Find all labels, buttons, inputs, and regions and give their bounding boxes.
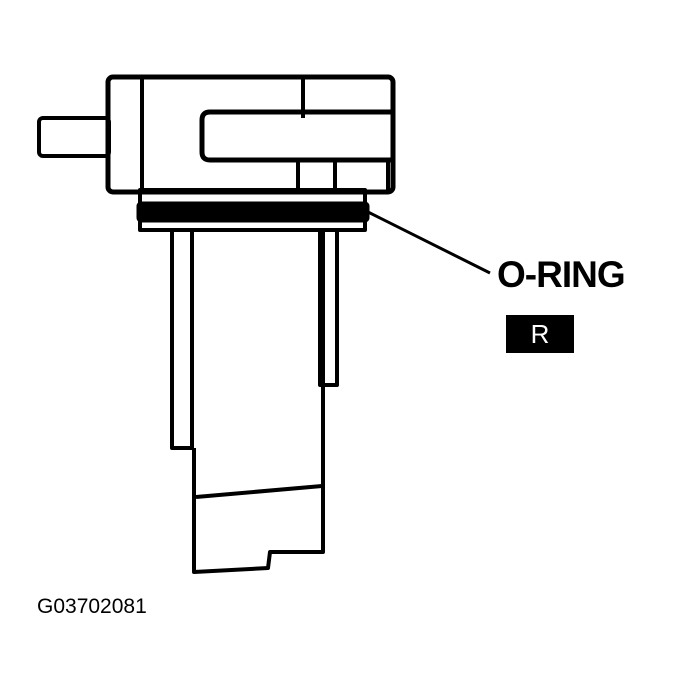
connector-slot (199, 109, 391, 163)
o-ring-leader-line (367, 210, 491, 275)
o-ring-label: O-RING (497, 254, 626, 295)
shaft-stub (37, 116, 111, 158)
replace-badge: R (506, 315, 574, 353)
figure-id: G03702081 (37, 595, 147, 618)
connector-head (105, 74, 396, 195)
sensor-body (192, 230, 325, 574)
